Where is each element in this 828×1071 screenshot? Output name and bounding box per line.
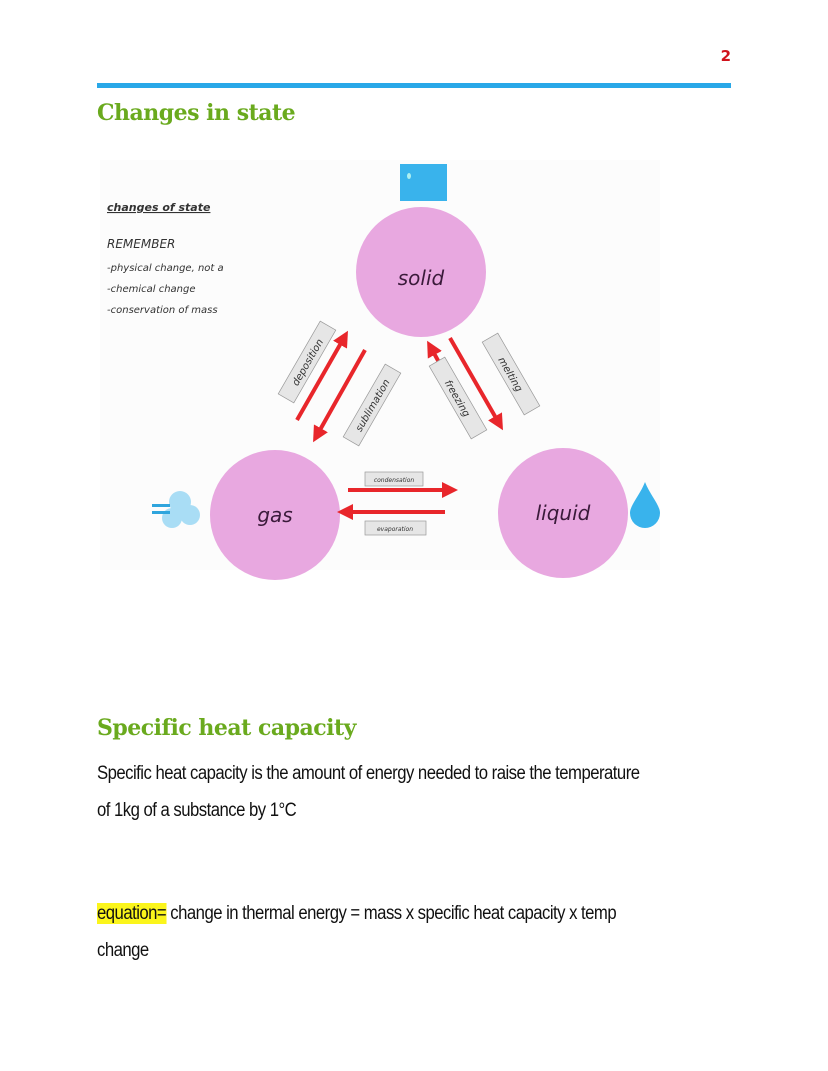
svg-text:solid: solid bbox=[398, 266, 445, 290]
remember-label: REMEMBER bbox=[107, 237, 175, 251]
definition-paragraph: Specific heat capacity is the amount of … bbox=[97, 755, 748, 829]
wind-cloud-icon bbox=[152, 491, 200, 528]
changes-of-state-diagram: changes of state REMEMBER -physical chan… bbox=[107, 164, 660, 580]
evaporation-label: evaporation bbox=[364, 520, 427, 536]
deposition-arrow bbox=[295, 330, 348, 421]
condensation-label: condensation bbox=[364, 471, 424, 487]
note-1: -physical change, not a bbox=[107, 263, 224, 274]
header-divider bbox=[97, 83, 731, 88]
page-number: 2 bbox=[720, 47, 731, 65]
notes-title: changes of state bbox=[107, 201, 211, 214]
equation-text-continued: change bbox=[97, 940, 149, 961]
ice-cube-icon bbox=[400, 164, 447, 201]
definition-line-2: of 1kg of a substance by 1°C bbox=[97, 800, 297, 821]
svg-text:liquid: liquid bbox=[536, 501, 591, 525]
state-solid: solid bbox=[356, 207, 486, 337]
equation-paragraph: equation= change in thermal energy = mas… bbox=[97, 895, 748, 969]
water-drop-icon bbox=[630, 482, 660, 528]
equation-text: change in thermal energy = mass x specif… bbox=[166, 903, 617, 924]
note-3: -conservation of mass bbox=[107, 305, 218, 316]
equation-label-highlight: equation= bbox=[97, 903, 167, 924]
melting-arrow bbox=[448, 337, 503, 431]
definition-line-1: Specific heat capacity is the amount of … bbox=[97, 763, 640, 784]
section-heading-changes-in-state: Changes in state bbox=[97, 100, 296, 126]
sublimation-arrow bbox=[313, 349, 367, 443]
note-2: -chemical change bbox=[107, 284, 196, 295]
svg-text:gas: gas bbox=[257, 503, 292, 527]
state-liquid: liquid bbox=[498, 448, 628, 578]
svg-text:condensation: condensation bbox=[374, 477, 415, 484]
section-heading-specific-heat-capacity: Specific heat capacity bbox=[97, 715, 356, 741]
svg-text:evaporation: evaporation bbox=[377, 526, 413, 533]
state-gas: gas bbox=[210, 450, 340, 580]
